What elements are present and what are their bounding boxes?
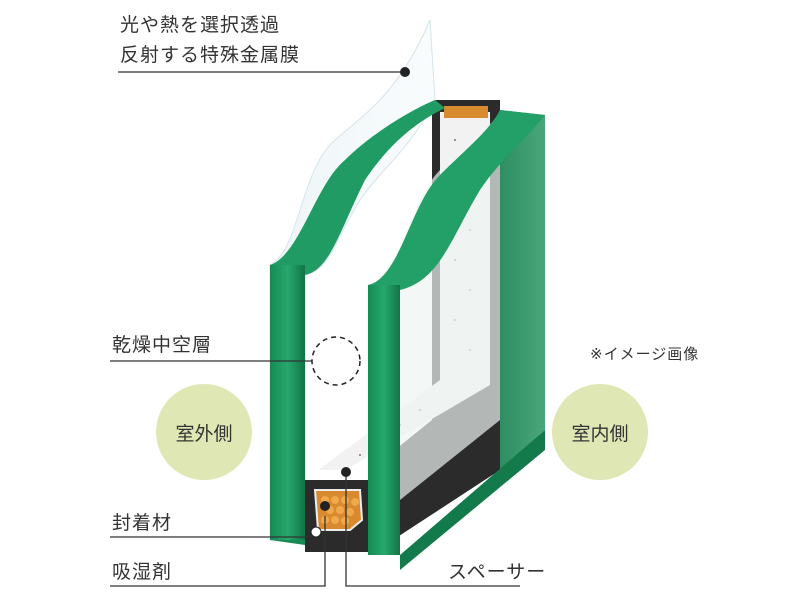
desiccant-beads bbox=[321, 496, 359, 525]
inner-pane-top-edge bbox=[368, 110, 545, 290]
bottom-edge bbox=[400, 430, 545, 570]
metal-film-label-line2: 反射する特殊金属膜 bbox=[120, 44, 301, 66]
spacer-label: スペーサー bbox=[448, 561, 547, 583]
image-note: ※イメージ画像 bbox=[590, 345, 700, 363]
metal-film-label-line1: 光や熱を選択透過 bbox=[120, 14, 281, 36]
desiccant-marker bbox=[320, 501, 330, 511]
outer-pane-top-edge bbox=[270, 100, 445, 275]
inner-pane-side-edge bbox=[500, 110, 545, 470]
dry-air-layer-label: 乾燥中空層 bbox=[112, 334, 213, 356]
outer-pane-front-edge bbox=[270, 265, 305, 540]
desiccant-top bbox=[444, 106, 488, 118]
sealant-marker bbox=[310, 526, 322, 538]
inner-pane-front-edge bbox=[368, 285, 400, 555]
outer-glass-pane bbox=[269, 19, 436, 541]
callout-lines bbox=[110, 71, 520, 587]
desiccant-label: 吸湿剤 bbox=[112, 561, 173, 583]
dry-air-marker bbox=[311, 336, 361, 386]
outdoor-side-badge: 室外側 bbox=[156, 384, 252, 480]
sealant-label: 封着材 bbox=[112, 512, 173, 534]
metal-film-marker bbox=[400, 67, 410, 77]
indoor-side-badge: 室内側 bbox=[552, 384, 648, 480]
spacer-marker bbox=[341, 467, 351, 477]
